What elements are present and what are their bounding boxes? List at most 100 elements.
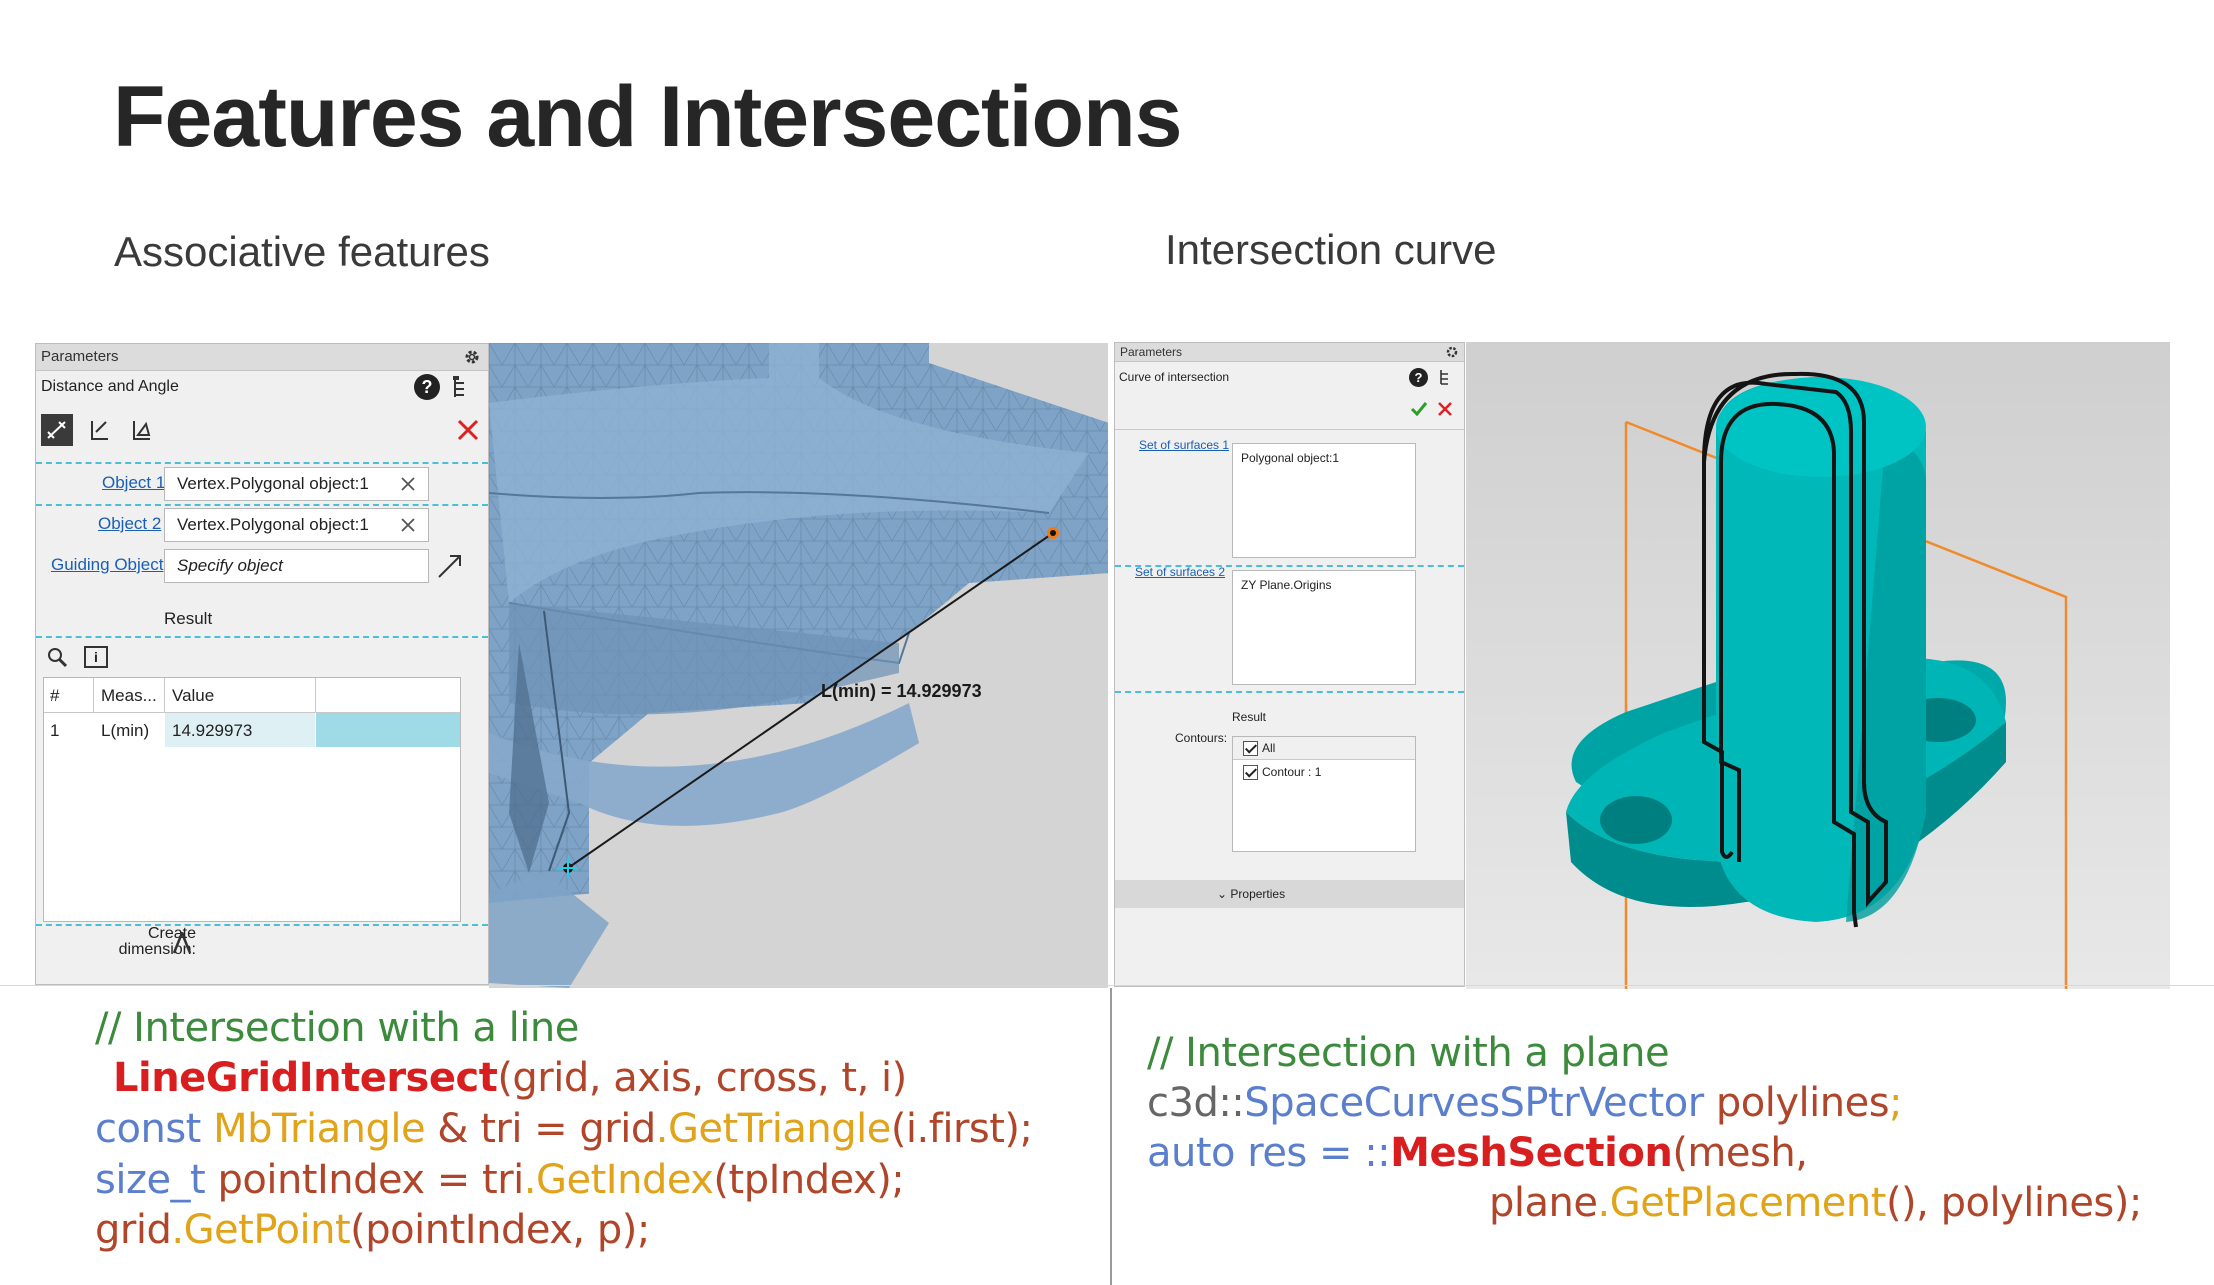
measurement-label: L(min) = 14.929973 [821, 681, 982, 701]
contour-all-item[interactable]: All [1233, 737, 1415, 760]
contour-all-label: All [1262, 741, 1276, 755]
guiding-object-link[interactable]: Guiding Object [51, 555, 164, 574]
code-line: LineGridIntersect(grid, axis, cross, t, … [113, 1055, 907, 1101]
tree-icon[interactable] [450, 374, 472, 400]
row-value-cell [165, 713, 315, 747]
code-divider [1110, 988, 1112, 1285]
code-method: GetPoint [183, 1207, 351, 1253]
checkbox-contour[interactable] [1243, 765, 1258, 781]
contour-item[interactable]: Contour : 1 [1233, 761, 1415, 784]
right-subtitle: Intersection curve [1165, 226, 1497, 273]
clear-object1-icon[interactable] [396, 472, 420, 496]
panel-header-label: Parameters [41, 348, 119, 365]
left-subtitle: Associative features [114, 228, 490, 275]
info-icon[interactable]: i [84, 646, 108, 668]
code-line: const MbTriangle & tri = grid.GetTriangl… [95, 1106, 1033, 1152]
set2-list[interactable]: ZY Plane.Origins [1232, 570, 1416, 685]
row-selection [316, 713, 460, 747]
object1-field[interactable]: Vertex.Polygonal object:1 [164, 467, 429, 501]
horizontal-divider [0, 985, 2214, 986]
code-method: GetTriangle [667, 1106, 891, 1152]
arrow-pick-icon[interactable] [432, 548, 468, 584]
set2-item[interactable]: ZY Plane.Origins [1241, 578, 1332, 592]
mode-label: Curve of intersection [1119, 370, 1230, 384]
code-text: grid [95, 1207, 172, 1253]
code-args: (grid, axis, cross, t, i) [497, 1055, 907, 1101]
code-text: & [425, 1106, 481, 1152]
divider [1115, 429, 1464, 430]
row-value: 14.929973 [172, 721, 253, 740]
contour-label: Contour : 1 [1262, 765, 1322, 779]
compass-icon[interactable] [168, 929, 196, 957]
tree-icon[interactable] [1437, 367, 1453, 387]
distance-mode-icon[interactable] [41, 414, 73, 446]
row-index: 1 [50, 721, 60, 740]
object1-link[interactable]: Object 1 [102, 473, 166, 492]
help-icon[interactable]: ? [414, 374, 440, 400]
checkbox-all[interactable] [1243, 741, 1258, 757]
properties-label: Properties [1230, 887, 1286, 901]
code-text: . [655, 1106, 669, 1152]
code-function: MeshSection [1390, 1130, 1673, 1176]
result-label: Result [164, 609, 213, 628]
code-text: plane [1489, 1180, 1598, 1226]
close-icon[interactable] [1435, 399, 1455, 419]
panel-header-label: Parameters [1120, 345, 1183, 359]
code-line: grid.GetPoint(pointIndex, p); [95, 1207, 650, 1253]
mesh-model [489, 343, 1108, 988]
gear-icon[interactable] [462, 347, 482, 367]
code-function: LineGridIntersect [113, 1055, 498, 1101]
close-icon[interactable] [454, 416, 482, 444]
set1-list[interactable]: Polygonal object:1 [1232, 443, 1416, 558]
angle-mode-icon[interactable] [84, 414, 116, 446]
viewport-right[interactable] [1466, 342, 2170, 989]
set1-link[interactable]: Set of surfaces 1 [1139, 438, 1230, 452]
result-table: # Meas... Value 1 L(min) 14.929973 [43, 677, 461, 922]
code-text: ; [1889, 1080, 1903, 1126]
set1-item[interactable]: Polygonal object:1 [1241, 451, 1340, 465]
clear-object2-icon[interactable] [396, 513, 420, 537]
code-text: pointIndex = tri [205, 1157, 524, 1203]
code-text: (tpIndex); [713, 1157, 905, 1203]
col-divider [164, 678, 165, 712]
code-line: auto res = ::MeshSection(mesh, [1147, 1130, 1808, 1176]
code-text: . [1597, 1180, 1610, 1226]
code-line: // Intersection with a line [95, 1005, 579, 1051]
zoom-icon[interactable] [44, 644, 70, 670]
properties-toggle[interactable]: ⌄ Properties [1217, 887, 1285, 901]
result-label: Result [1232, 710, 1267, 724]
col-header-measure[interactable]: Meas... [101, 686, 157, 705]
properties-section[interactable]: ⌄ Properties [1115, 880, 1464, 908]
code-text: . [171, 1207, 184, 1253]
page-title: Features and Intersections [113, 69, 1182, 165]
col-header-index[interactable]: # [50, 686, 60, 705]
code-line: // Intersection with a plane [1147, 1030, 1670, 1076]
contours-label: Contours: [1175, 731, 1228, 745]
code-text: res = :: [1235, 1130, 1391, 1176]
area-mode-icon[interactable] [126, 414, 158, 446]
code-type: SpaceCurvesSPtrVector [1244, 1080, 1704, 1126]
set2-highlight [1115, 565, 1464, 693]
guiding-object-field[interactable]: Specify object [164, 549, 429, 583]
code-text: (pointIndex, p); [350, 1207, 650, 1253]
code-text: (mesh, [1672, 1130, 1808, 1176]
code-line: c3d::SpaceCurvesSPtrVector polylines; [1147, 1080, 1903, 1126]
contours-list: All Contour : 1 [1232, 736, 1416, 852]
col-header-value[interactable]: Value [172, 686, 215, 705]
viewport-left[interactable]: L(min) = 14.929973 [489, 343, 1108, 988]
col-divider [315, 678, 316, 712]
table-row[interactable]: 1 L(min) 14.929973 [44, 713, 460, 747]
object2-field[interactable]: Vertex.Polygonal object:1 [164, 508, 429, 542]
gear-icon[interactable] [1444, 344, 1460, 360]
object2-link[interactable]: Object 2 [98, 514, 162, 533]
parameters-panel-left: Parameters Distance and Angle ? Object 1… [35, 343, 489, 985]
code-method: GetPlacement [1609, 1180, 1887, 1226]
help-icon[interactable]: ? [1409, 368, 1428, 387]
mode-label: Distance and Angle [41, 378, 179, 395]
set2-link[interactable]: Set of surfaces 2 [1135, 565, 1226, 579]
confirm-icon[interactable] [1409, 399, 1429, 419]
code-namespace: c3d:: [1147, 1080, 1245, 1126]
parameters-panel-right: Parameters Curve of intersection ? Set o… [1114, 342, 1465, 987]
code-text: (i.first); [890, 1106, 1033, 1152]
result-group [36, 636, 488, 926]
